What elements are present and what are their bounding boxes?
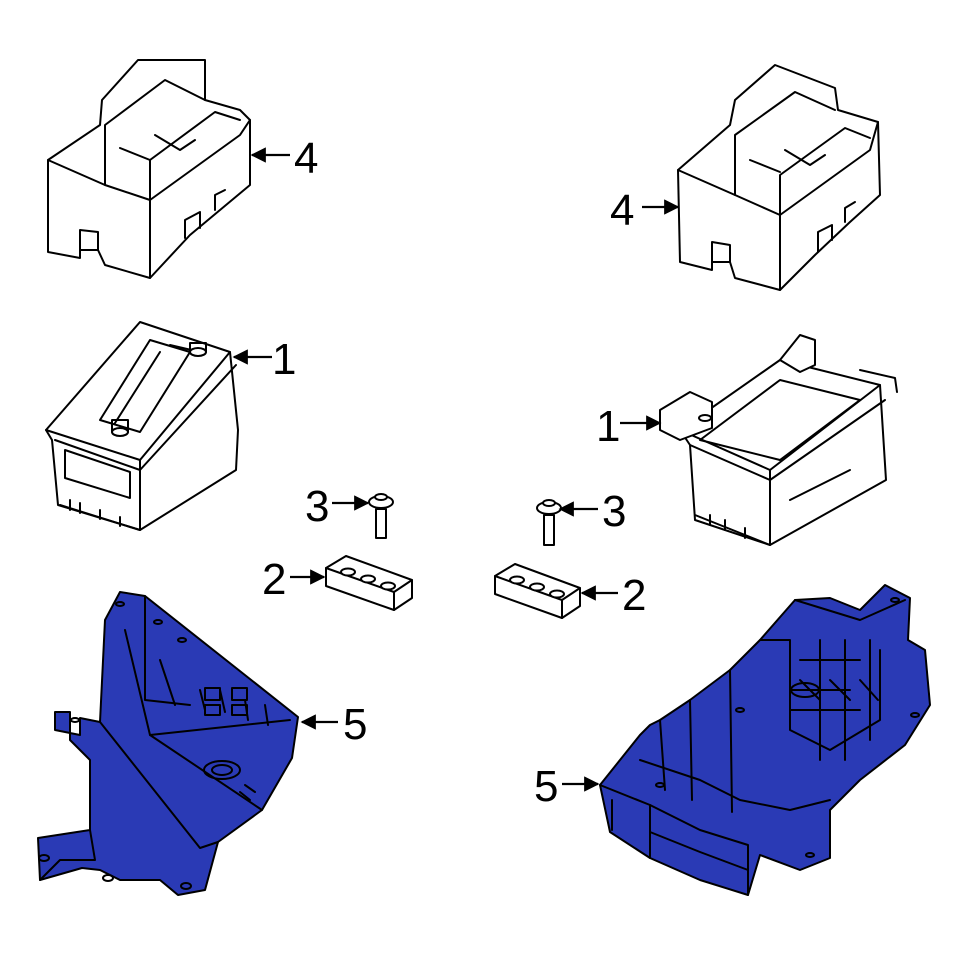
clamp-left: [325, 555, 413, 611]
callout-clamp-left: 2: [262, 555, 286, 604]
callout-bolt-left: 3: [305, 482, 329, 531]
callout-labels: 4 4 1 1 3 3 2 2 5 5: [262, 134, 646, 811]
callout-bolt-right: 3: [602, 487, 626, 536]
callout-tray-left: 5: [343, 700, 367, 749]
battery-cover-left: [47, 59, 251, 279]
bolt-right: [536, 499, 562, 546]
callout-arrows: [232, 147, 680, 792]
battery-tray-left: [37, 591, 299, 896]
battery-left: [45, 321, 239, 531]
callout-cover-left: 4: [294, 134, 318, 183]
callout-clamp-right: 2: [622, 571, 646, 620]
battery-right: [659, 334, 898, 546]
battery-tray-right: [599, 584, 931, 896]
callout-battery-right: 1: [596, 402, 620, 451]
callout-battery-left: 1: [272, 335, 296, 384]
callout-cover-right: 4: [610, 186, 634, 235]
callout-tray-right: 5: [534, 762, 558, 811]
battery-cover-right: [677, 64, 881, 291]
clamp-right: [494, 563, 581, 619]
bolt-left: [368, 493, 394, 539]
